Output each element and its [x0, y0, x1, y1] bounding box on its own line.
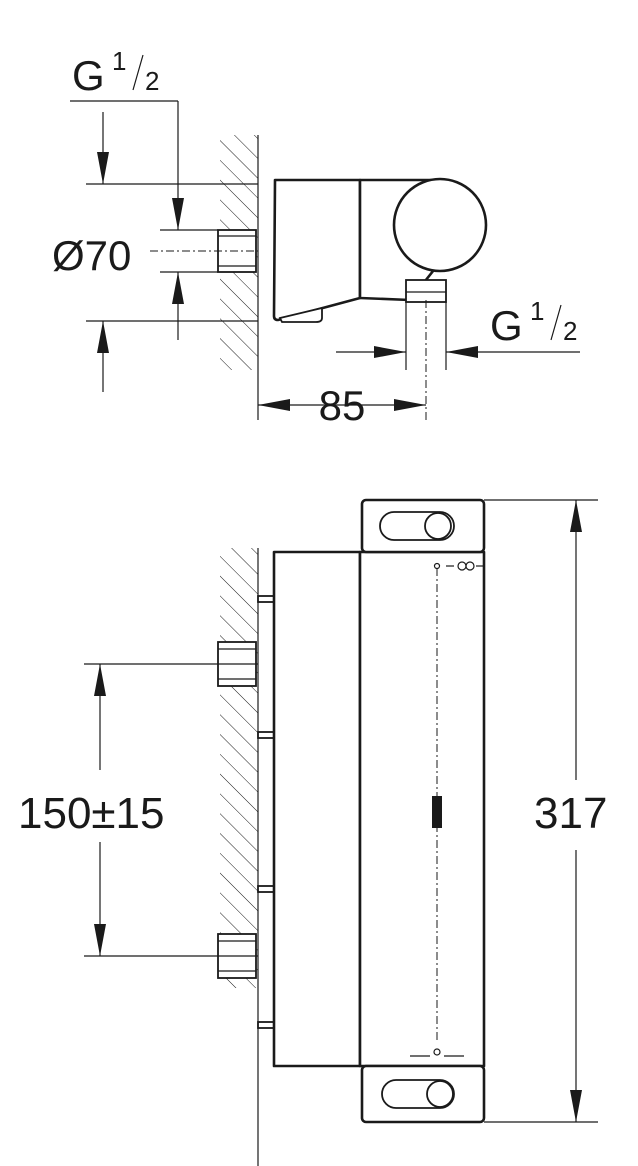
- thermostat-body-front: [272, 550, 362, 1068]
- thread-outlet-den: 2: [563, 316, 577, 346]
- height-label: 317: [534, 789, 607, 838]
- thread-outlet-base: G: [490, 302, 523, 349]
- thread-inlet-base: G: [72, 52, 105, 99]
- depth-label: 85: [319, 382, 366, 429]
- outlet-connector: [405, 279, 447, 303]
- side-view: G 1 2 Ø70 G 1 2 85: [52, 46, 580, 429]
- spacing-label: 150±15: [18, 789, 165, 838]
- temperature-handle-side: [392, 177, 488, 273]
- diameter-label: Ø70: [52, 232, 131, 279]
- thread-outlet-label: G 1 2: [490, 296, 577, 349]
- thermostat-front-panel: [358, 550, 486, 1068]
- thermostat-body-side: [272, 178, 362, 322]
- thread-inlet-den: 2: [145, 66, 159, 96]
- body-bottom-lip: [278, 306, 323, 323]
- logo-mark: [432, 796, 442, 828]
- thread-inlet-label: G 1 2: [72, 46, 159, 99]
- front-view: 150±15 317: [18, 498, 607, 1166]
- thread-inlet-num: 1: [112, 46, 126, 76]
- wall-hatch-front: [220, 548, 258, 988]
- thread-outlet-num: 1: [530, 296, 544, 326]
